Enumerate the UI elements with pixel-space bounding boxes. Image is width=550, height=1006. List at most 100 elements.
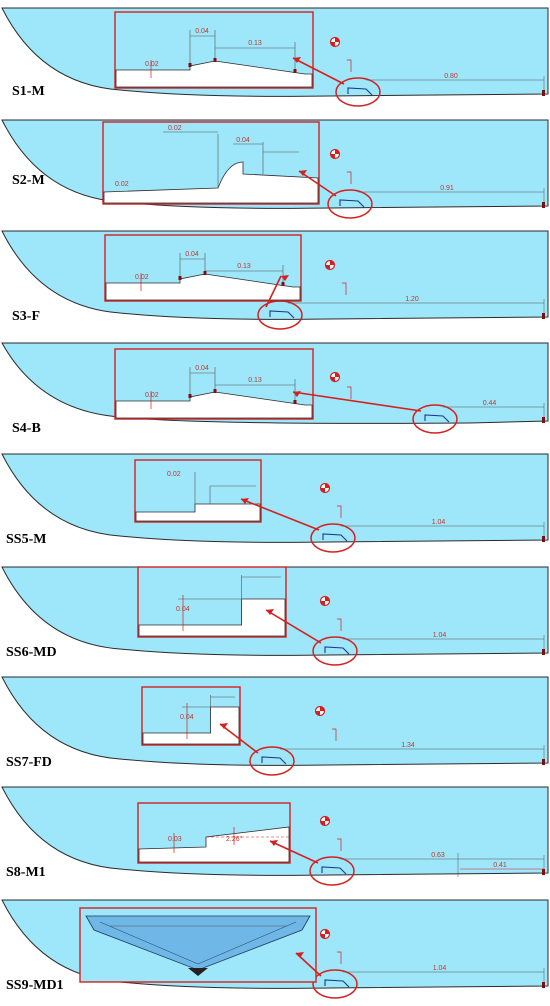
- cog-quadrant: [335, 149, 340, 154]
- dimension-label: 0.04: [195, 28, 209, 35]
- dimension-marker: [203, 271, 207, 275]
- dimension-label: 0.02: [145, 61, 159, 68]
- deadrise-line: [197, 921, 297, 965]
- dimension-marker: [293, 69, 297, 73]
- center-of-gravity-icon: [324, 259, 336, 271]
- main-dimension-label: 1.34: [401, 742, 415, 749]
- dimension-label: 0.04: [185, 251, 199, 258]
- panel-label: S2-M: [12, 173, 45, 188]
- center-of-gravity-icon: [319, 595, 331, 607]
- cog-quadrant: [325, 596, 330, 601]
- dimension-label: 0.02: [145, 392, 159, 399]
- main-dimension-label: 1.20: [405, 296, 419, 303]
- arrowhead: [270, 840, 278, 846]
- cog-quadrant: [330, 377, 335, 382]
- detail-callout-circle: [310, 523, 356, 553]
- main-dimension-label: 0.80: [444, 73, 458, 80]
- step-mark: [261, 756, 287, 765]
- hull-profile: [1, 676, 549, 766]
- dimension-label: 0.02: [115, 181, 129, 188]
- step-mark: [269, 310, 295, 319]
- callout-arrow: [265, 609, 322, 644]
- step-mark: [322, 533, 348, 542]
- cog-quadrant: [320, 601, 325, 606]
- cog-quadrant: [320, 488, 325, 493]
- panel-drawing: 1.04: [1, 899, 549, 999]
- step-profile: [103, 161, 319, 204]
- panel-drawing: 1.04 0.02: [1, 453, 549, 553]
- dimension-marker: [178, 276, 182, 280]
- dimension-label: 0.02: [135, 274, 149, 281]
- transom-marker: [542, 982, 545, 988]
- dimension-label: 0.02: [167, 471, 181, 478]
- arrowhead: [266, 609, 274, 615]
- cog-quadrant: [330, 154, 335, 159]
- center-of-gravity-icon: [319, 928, 331, 940]
- center-of-gravity-icon: [329, 371, 341, 383]
- detail-inset: [79, 907, 317, 983]
- detail-callout-circle: [312, 969, 358, 999]
- transom-marker: [542, 869, 545, 875]
- detail-inset: 0.02 0.04 0.13: [114, 11, 314, 89]
- cog-quadrant: [335, 37, 340, 42]
- step-profile: [138, 826, 290, 863]
- dimension-label: 0.04: [195, 365, 209, 372]
- cog-quadrant: [325, 483, 330, 488]
- step-profile: [142, 706, 240, 745]
- detail-callout-circle: [412, 404, 458, 434]
- step-mark: [424, 414, 450, 423]
- main-dimension-label: 0.44: [483, 400, 497, 407]
- keel-step: [188, 968, 208, 976]
- transom-marker: [542, 313, 545, 319]
- panel-label: S1-M: [12, 84, 45, 99]
- dimension-label: 0.04: [180, 714, 194, 721]
- arrowhead: [299, 170, 307, 176]
- step-profile: [115, 60, 313, 88]
- cog-quadrant: [320, 706, 325, 711]
- dimension-marker: [213, 58, 217, 62]
- center-of-gravity-icon: [329, 36, 341, 48]
- cog-quadrant: [325, 929, 330, 934]
- transom-marker: [542, 759, 545, 765]
- transom-marker: [542, 649, 545, 655]
- arrowhead: [296, 952, 304, 958]
- panel-label: S8-M1: [6, 865, 46, 880]
- callout-arrow: [298, 170, 337, 197]
- arrowhead: [281, 275, 289, 281]
- cog-quadrant: [320, 821, 325, 826]
- panel-drawing: 0.80 0.02 0.04 0.13: [1, 7, 549, 107]
- center-of-gravity-icon: [319, 815, 331, 827]
- detail-inset: 0.02: [134, 459, 262, 523]
- callout-arrow: [265, 275, 282, 308]
- main-dimension-label: 1.04: [433, 965, 447, 972]
- panel-label: S3-F: [12, 309, 40, 324]
- detail-inset: 0.020.040.13: [114, 348, 314, 420]
- panel-drawing: 1.34 0.04: [1, 676, 549, 776]
- detail-callout-circle: [327, 189, 373, 219]
- lcg-bracket: [347, 171, 352, 184]
- main-dimension-label: 1.04: [432, 519, 446, 526]
- cog-quadrant: [315, 711, 320, 716]
- center-of-gravity-icon: [314, 705, 326, 717]
- cog-quadrant: [330, 42, 335, 47]
- step-mark: [321, 866, 347, 875]
- center-of-gravity-icon: [329, 148, 341, 160]
- transom-marker: [542, 417, 545, 423]
- dimension-label: 0.13: [248, 40, 262, 47]
- dimension-label: 0.04: [236, 137, 250, 144]
- transom-marker: [542, 536, 545, 542]
- dimension-label: 0.13: [237, 263, 251, 270]
- panel-label: SS6-MD: [6, 645, 57, 660]
- step-profile: [135, 503, 261, 522]
- lcg-bracket: [342, 282, 347, 295]
- dimension-label: 0.02: [168, 125, 182, 132]
